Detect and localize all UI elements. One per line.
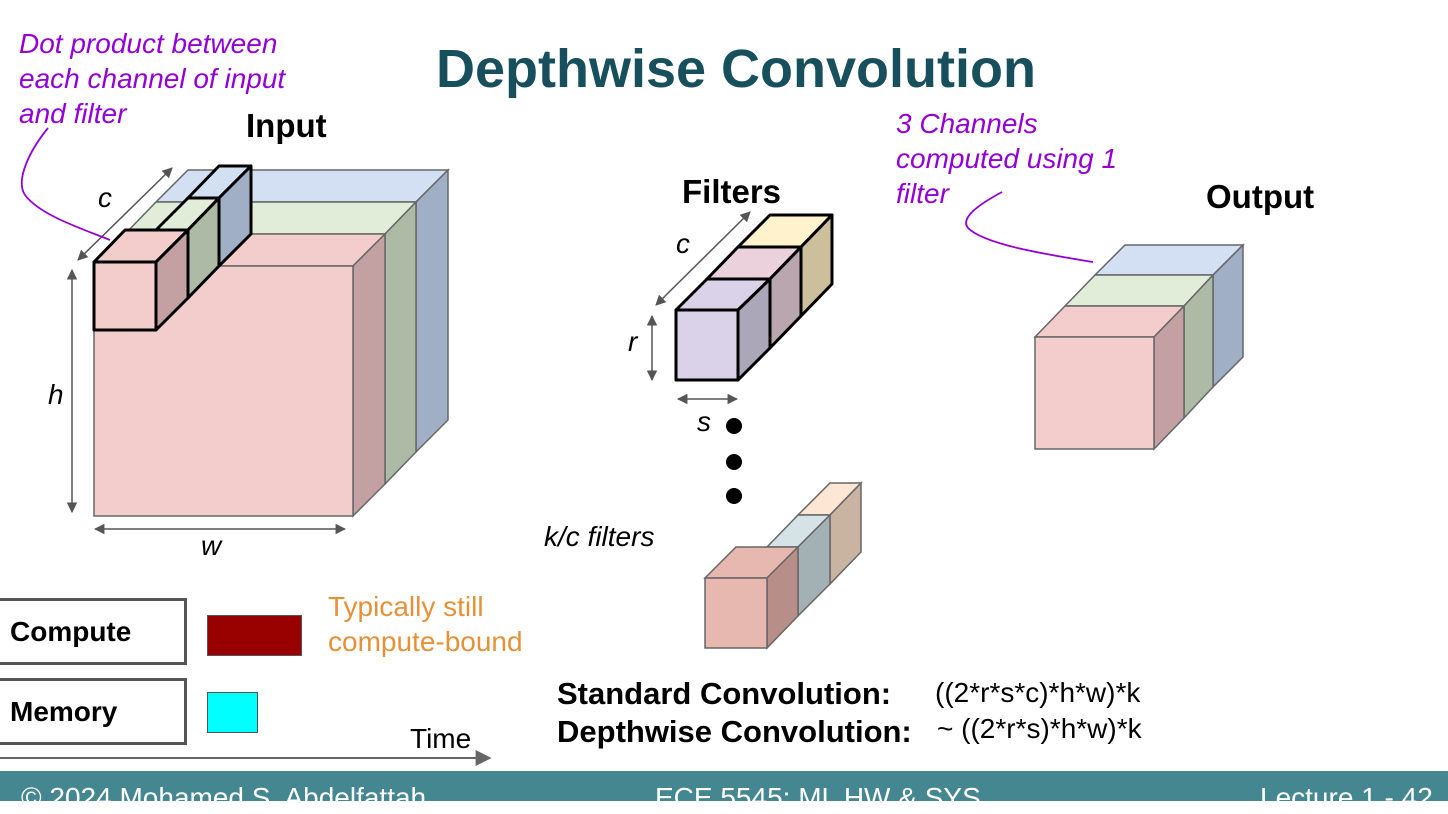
time-axis-label: Time — [410, 723, 472, 754]
k-c-filters-label: k/c filters — [544, 521, 655, 552]
depthwise-conv-label: Depthwise Convolution: — [557, 714, 912, 749]
ellipsis-dot — [726, 454, 742, 470]
standard-conv-formula: ((2*r*s*c)*h*w)*k — [935, 677, 1141, 708]
filter-first — [674, 213, 834, 382]
ellipsis-dot — [726, 418, 742, 434]
filter-s-label: s — [697, 406, 711, 437]
footer-course: ECE 5545: ML HW & SYS — [655, 782, 981, 813]
filter-dimension-arrows — [646, 211, 751, 405]
standard-conv-label: Standard Convolution: — [557, 676, 892, 711]
output-tensor — [1033, 243, 1245, 451]
compute-legend-label: Compute — [0, 598, 187, 665]
input-tensor — [92, 168, 450, 518]
output-label: Output — [1206, 178, 1315, 215]
input-label: Input — [246, 107, 327, 144]
depthwise-conv-formula: ~ ((2*r*s)*h*w)*k — [937, 713, 1142, 744]
footer-slide-number: Lecture 1 - 42 — [1260, 782, 1433, 813]
input-dimension-arrows — [66, 167, 347, 535]
channels-pointer — [965, 191, 1094, 263]
footer-copyright: © 2024 Mohamed S. Abdelfattah — [21, 782, 427, 813]
memory-legend-swatch — [207, 692, 258, 733]
ellipsis-dot — [726, 488, 742, 504]
channels-note: 3 Channels computed using 1 filter — [896, 108, 1118, 209]
dot-product-note: Dot product between each channel of inpu… — [19, 28, 286, 129]
input-w-label: w — [201, 530, 222, 561]
memory-legend-label: Memory — [0, 678, 187, 745]
compute-legend-swatch — [207, 615, 302, 656]
dot-product-pointer — [20, 127, 111, 241]
input-h-label: h — [48, 379, 64, 410]
page-title: Depthwise Convolution — [436, 39, 1036, 99]
footer-bar: © 2024 Mohamed S. Abdelfattah ECE 5545: … — [0, 771, 1448, 813]
filter-last — [703, 481, 863, 650]
filters-label: Filters — [682, 173, 782, 210]
compute-bound-note: Typically still compute-bound — [328, 591, 523, 657]
filter-r-label: r — [628, 326, 638, 357]
